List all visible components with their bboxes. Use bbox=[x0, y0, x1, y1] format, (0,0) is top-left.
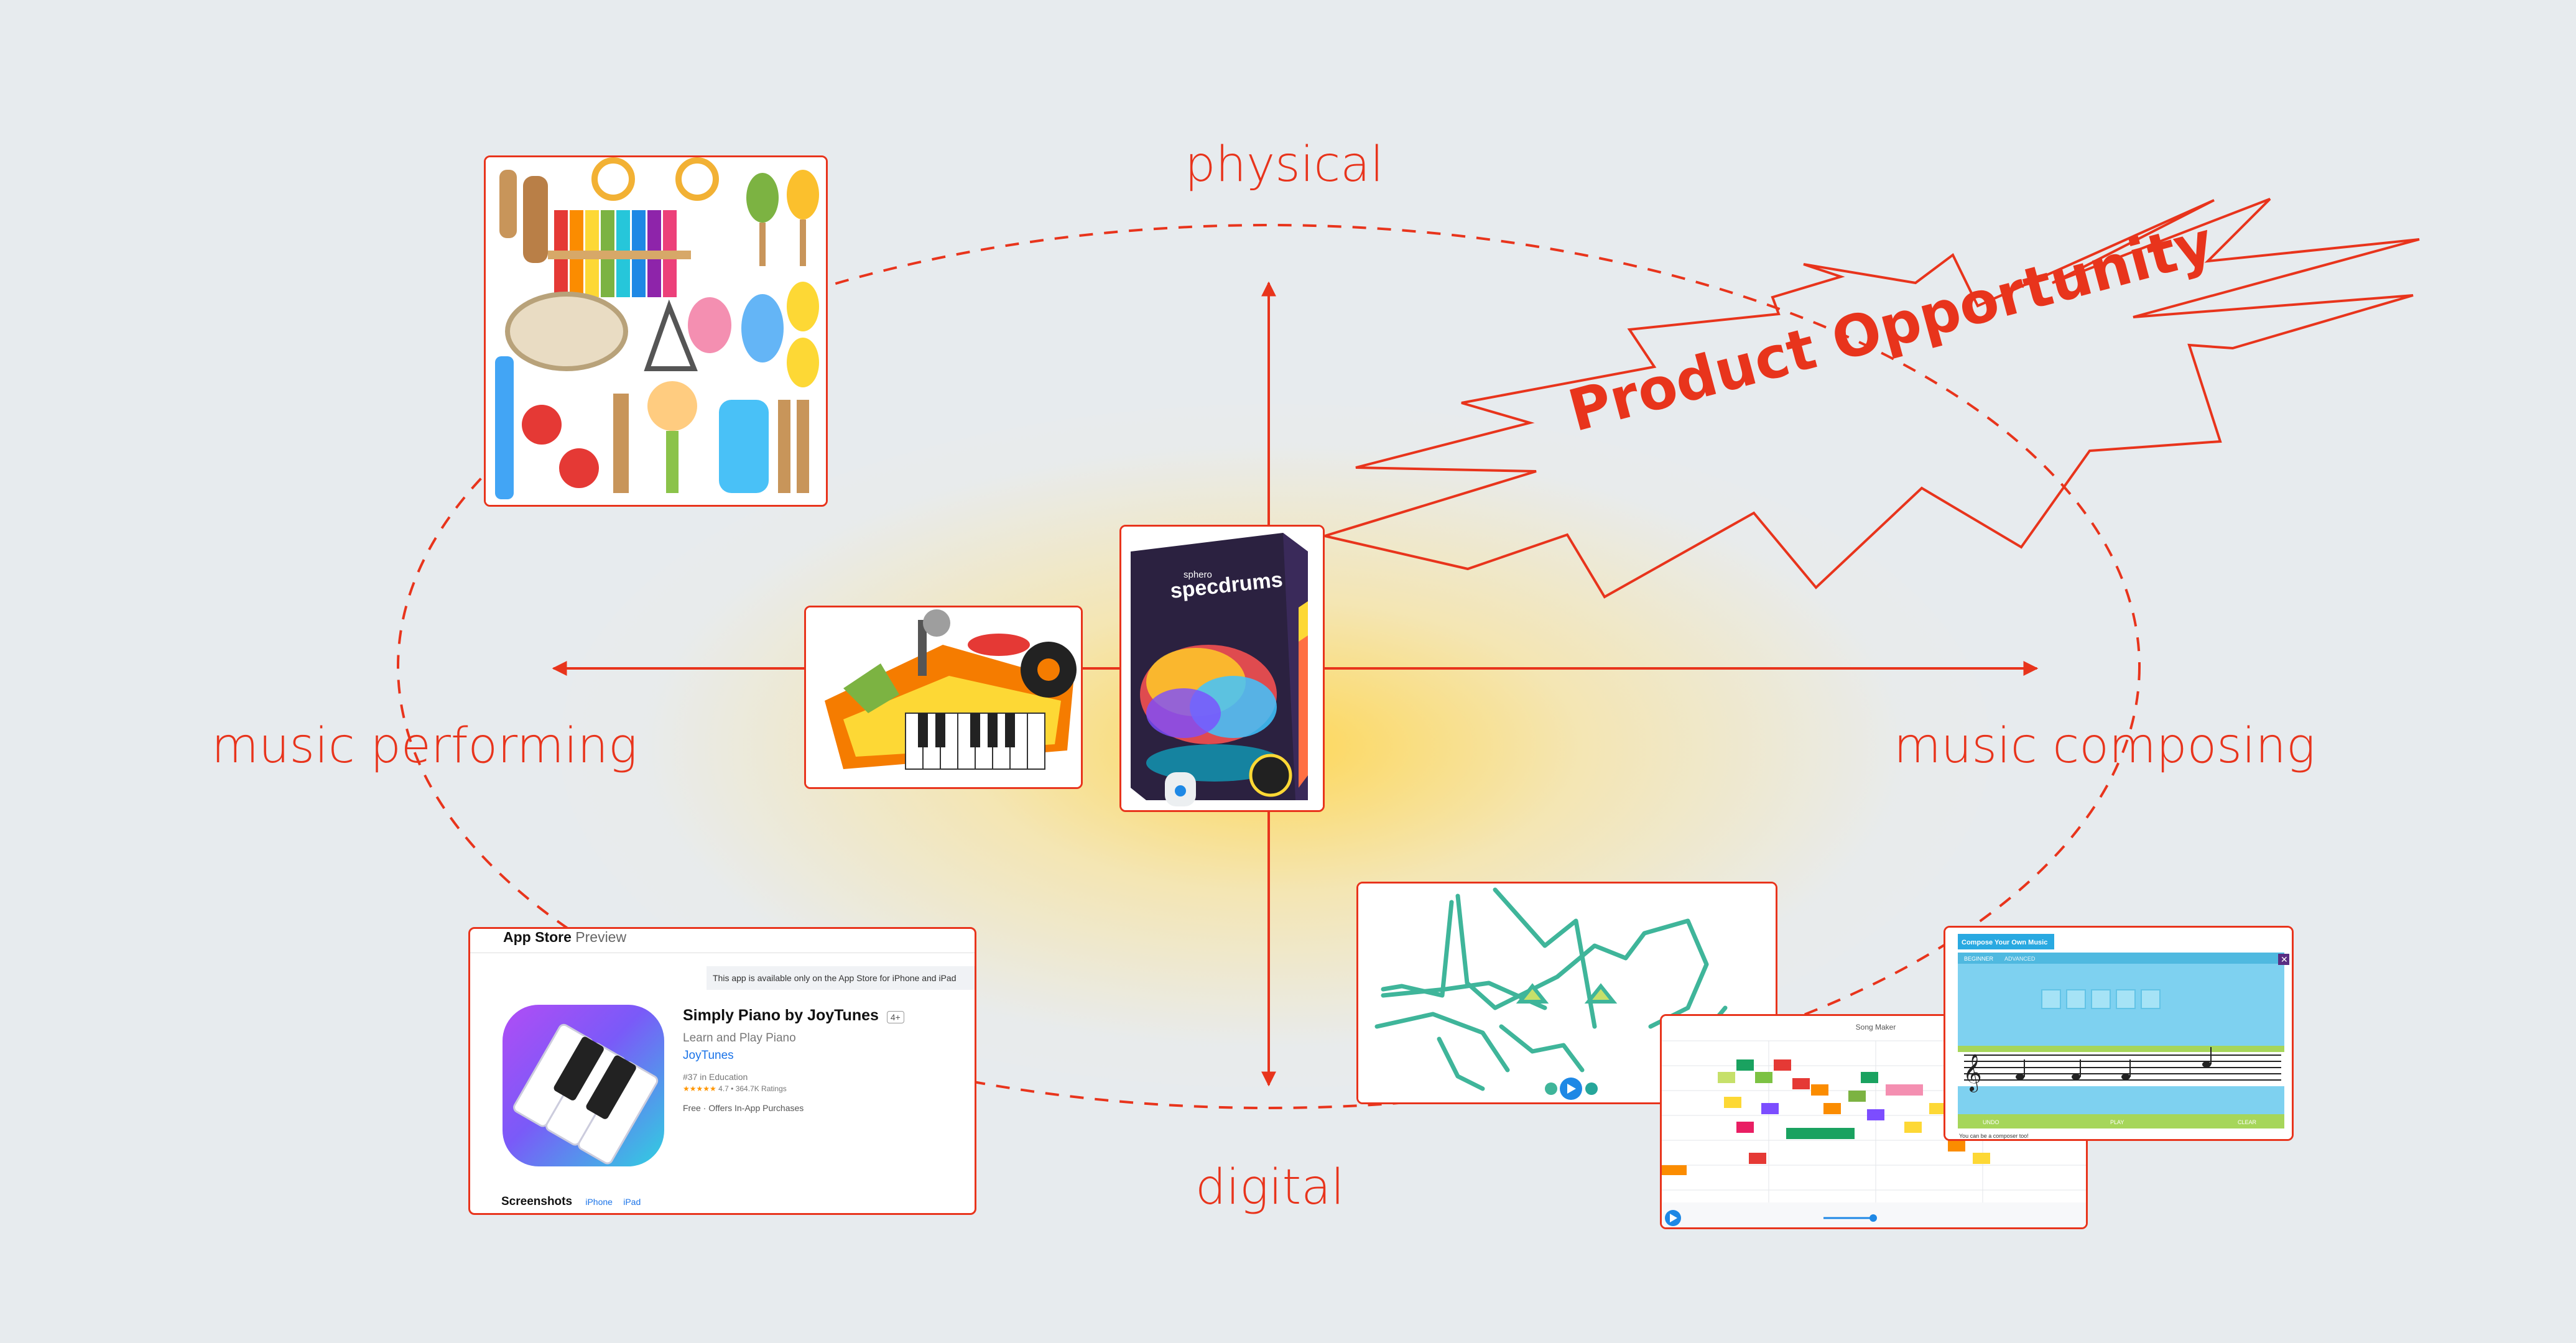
appstore-preview: Preview bbox=[575, 929, 627, 945]
appstore-notice: This app is available only on the App St… bbox=[707, 966, 975, 990]
axis-label-music-composing: music composing bbox=[1894, 718, 2315, 774]
axis-label-digital: digital bbox=[1195, 1160, 1345, 1216]
app-developer-link[interactable]: JoyTunes bbox=[683, 1049, 734, 1062]
app-icon bbox=[503, 1005, 664, 1166]
app-price: Free · Offers In-App Purchases bbox=[683, 1103, 804, 1113]
piano-keys-icon bbox=[513, 1023, 659, 1165]
rating-stars-icon: ★★★★★ bbox=[683, 1084, 716, 1093]
simply-piano-appstore-card: App Store Preview This app is available … bbox=[468, 927, 976, 1215]
specdrums-box-photo: sphero specdrums bbox=[1121, 527, 1323, 810]
opportunity-starburst bbox=[1320, 198, 2420, 599]
specdrums-image-card: sphero specdrums bbox=[1119, 525, 1325, 812]
screenshots-heading: Screenshots bbox=[501, 1195, 573, 1208]
drawing-canvas bbox=[1358, 884, 1776, 1102]
axis-label-music-performing: music performing bbox=[211, 718, 637, 774]
app-name: Simply Piano by JoyTunes bbox=[683, 1007, 879, 1024]
toy-instruments-photo bbox=[486, 157, 826, 505]
app-rating: 4.7 • 364.7K Ratings bbox=[718, 1084, 787, 1093]
app-subtitle: Learn and Play Piano bbox=[683, 1031, 796, 1045]
close-icon[interactable]: ✕ bbox=[2281, 955, 2288, 965]
compose-tab-advanced[interactable]: ADVANCED bbox=[2004, 956, 2036, 962]
compose-music-screen: Compose Your Own Music BEGINNER ADVANCED… bbox=[1945, 928, 2292, 1139]
appstore-title: App Store bbox=[503, 929, 572, 945]
instruments-image-card bbox=[484, 155, 828, 507]
tab-iphone[interactable]: iPhone bbox=[585, 1197, 613, 1207]
compose-clear-button[interactable]: CLEAR bbox=[2238, 1119, 2257, 1125]
appstore-header: App Store Preview bbox=[503, 929, 626, 946]
dashed-ellipse bbox=[397, 224, 2141, 1109]
compose-undo-button[interactable]: UNDO bbox=[1983, 1119, 1999, 1125]
song-maker-title: Song Maker bbox=[1856, 1023, 1896, 1031]
compose-footer: You can be a composer too! bbox=[1959, 1133, 2029, 1139]
axis-label-physical: physical bbox=[1185, 137, 1384, 193]
compose-title: Compose Your Own Music bbox=[1962, 939, 2047, 946]
age-badge: 4+ bbox=[886, 1011, 904, 1023]
compose-play-button[interactable]: PLAY bbox=[2110, 1119, 2124, 1125]
toy-keyboard-photo bbox=[806, 607, 1081, 787]
tab-ipad[interactable]: iPad bbox=[623, 1197, 641, 1207]
keyboard-image-card bbox=[804, 606, 1083, 789]
compose-tab-beginner[interactable]: BEGINNER bbox=[1964, 956, 1994, 962]
treble-clef-icon: 𝄞 bbox=[1963, 1054, 1982, 1092]
specdrums-brand: sphero bbox=[1184, 570, 1212, 580]
compose-music-card: Compose Your Own Music BEGINNER ADVANCED… bbox=[1944, 926, 2294, 1141]
app-rank: #37 in Education bbox=[683, 1072, 748, 1082]
